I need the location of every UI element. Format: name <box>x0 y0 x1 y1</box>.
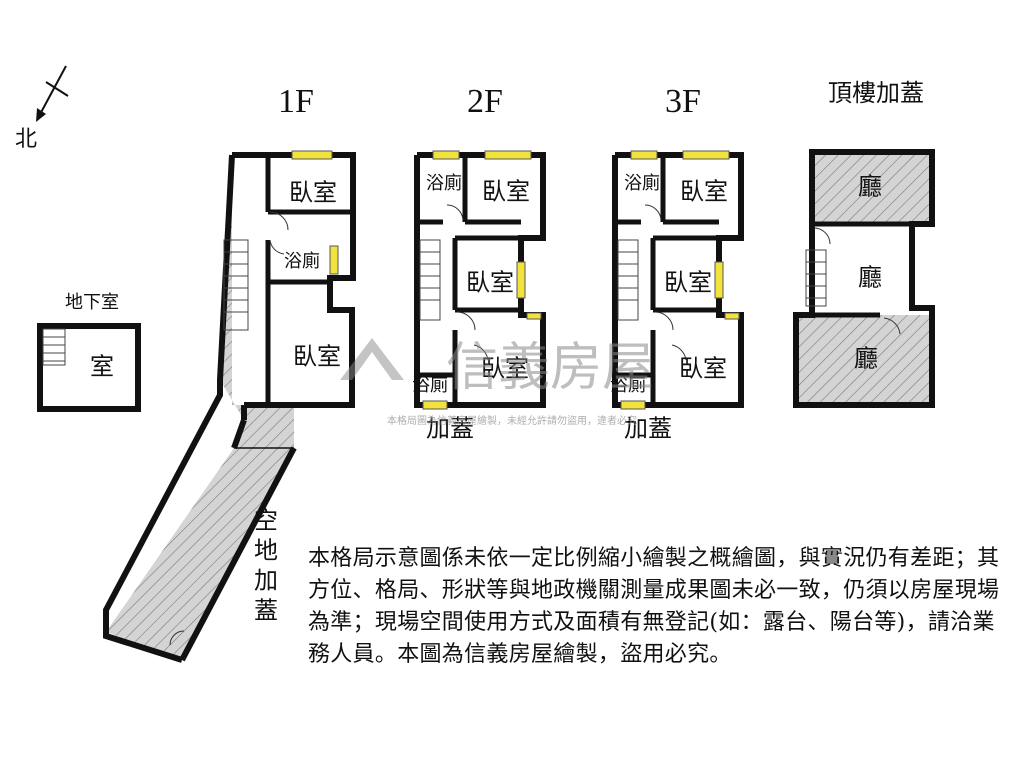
rooftop-plan: 頂樓加蓋 廳 廳 廳 <box>793 79 935 408</box>
basement-wall <box>37 323 141 412</box>
yard-label-char: 地 <box>254 537 278 565</box>
yard-label-char: 空 <box>254 507 278 535</box>
floor-3f-bedroom-bottom: 臥室 <box>679 355 727 383</box>
yard-inner-wall <box>231 418 247 450</box>
compass-arrow-icon <box>36 108 46 122</box>
floor-3f-bedroom-mid: 臥室 <box>664 269 712 297</box>
rooftop-hall-top: 廳 <box>858 173 882 201</box>
compass-needle <box>37 65 67 119</box>
door-swing-icon <box>644 204 662 221</box>
door-swing-icon <box>654 311 674 331</box>
door-swing-icon <box>813 227 831 245</box>
floor-3f-stairs <box>617 239 639 321</box>
window-icon <box>630 150 658 160</box>
floor-2f-bedroom-bottom: 臥室 <box>481 355 529 383</box>
floor-3f-plan: 3F 浴廁 臥室 臥室 浴廁 臥室 加蓋 <box>610 83 744 443</box>
door-swing-icon <box>671 344 687 361</box>
floor-2f-bedroom-top: 臥室 <box>482 178 530 206</box>
watermark-brand: 信義房屋 <box>446 338 654 398</box>
door-swing-icon <box>169 630 185 646</box>
window-icon <box>682 150 730 160</box>
door-swing-icon <box>456 311 476 331</box>
floor-2f-extension: 加蓋 <box>426 415 474 443</box>
window-icon <box>291 150 333 160</box>
floor-2f-plan: 2F 浴廁 臥室 臥室 浴廁 臥室 加蓋 <box>412 83 546 443</box>
disclaimer-text: 本格局示意圖係未依一定比例縮小繪製之概繪圖，與實況仍有差距；其方位、格局、形狀等… <box>308 546 1000 667</box>
door-swing-icon <box>473 344 489 361</box>
floor-1f-bedroom-bottom: 臥室 <box>293 343 341 371</box>
compass-crossbar <box>45 81 69 97</box>
yard-label-vertical: 空 地 加 蓋 <box>254 507 278 625</box>
floor-2f-bedroom-mid: 臥室 <box>466 269 514 297</box>
rooftop-stairs <box>805 249 827 307</box>
floor-1f-title: 1F <box>278 83 314 120</box>
floor-3f-extension: 加蓋 <box>624 415 672 443</box>
floor-1f-bath: 浴廁 <box>284 250 320 272</box>
hall-top-hatch <box>812 152 932 224</box>
basement-plan: 地下室 室 <box>37 292 141 412</box>
door-swing-icon <box>269 211 289 231</box>
rooftop-hall-bottom: 廳 <box>854 345 878 373</box>
rooftop-title: 頂樓加蓋 <box>828 79 924 107</box>
basement-title: 地下室 <box>65 292 119 313</box>
floor-1f-stairs <box>223 239 249 331</box>
yard-label-char: 蓋 <box>254 597 278 625</box>
door-swing-icon <box>269 239 285 255</box>
window-icon <box>620 400 646 410</box>
yard-right-wall <box>179 446 297 662</box>
floor-1f-outer-wall <box>232 152 356 408</box>
floor-1f-plan: 1F 臥室 浴廁 臥室 空 地 加 蓋 <box>103 83 356 663</box>
window-icon <box>724 312 740 320</box>
window-icon <box>329 245 339 275</box>
floor-2f-bath-top: 浴廁 <box>426 172 462 194</box>
compass: 北 <box>15 65 69 152</box>
floor-1f-bedroom-top: 臥室 <box>289 179 337 207</box>
door-swing-icon <box>446 204 464 221</box>
window-icon <box>432 150 460 160</box>
floor-3f-bedroom-top: 臥室 <box>680 178 728 206</box>
floor-3f-bath-top: 浴廁 <box>624 172 660 194</box>
basement-room-label: 室 <box>90 353 114 381</box>
floor-3f-bath-bottom: 浴廁 <box>610 374 646 396</box>
window-icon <box>516 261 526 299</box>
watermark-note: 本格局圖為信義房屋繪製，未經允許請勿盜用，違者必究 <box>387 414 637 427</box>
floor-2f-outer-wall <box>414 152 546 408</box>
window-icon <box>526 312 542 320</box>
door-swing-icon <box>883 317 901 335</box>
window-icon <box>484 150 532 160</box>
basement-stairs <box>42 328 66 366</box>
floor-3f-title: 3F <box>665 83 701 120</box>
floor-2f-bath-bottom: 浴廁 <box>412 374 448 396</box>
watermark: 信義房屋 本格局圖為信義房屋繪製，未經允許請勿盜用，違者必究 <box>340 338 654 427</box>
hall-bottom-hatch <box>796 315 932 405</box>
floor-2f-title: 2F <box>467 83 503 120</box>
yard-label-char: 加 <box>254 567 278 595</box>
window-icon <box>422 400 448 410</box>
floor-1f-left-wall <box>103 154 235 663</box>
compass-label: 北 <box>15 127 37 152</box>
floor-2f-stairs <box>419 239 441 321</box>
floor-3f-outer-wall <box>612 152 744 408</box>
rooftop-hall-mid: 廳 <box>858 264 882 292</box>
brand-logo-icon <box>340 338 404 380</box>
window-icon <box>714 261 724 299</box>
